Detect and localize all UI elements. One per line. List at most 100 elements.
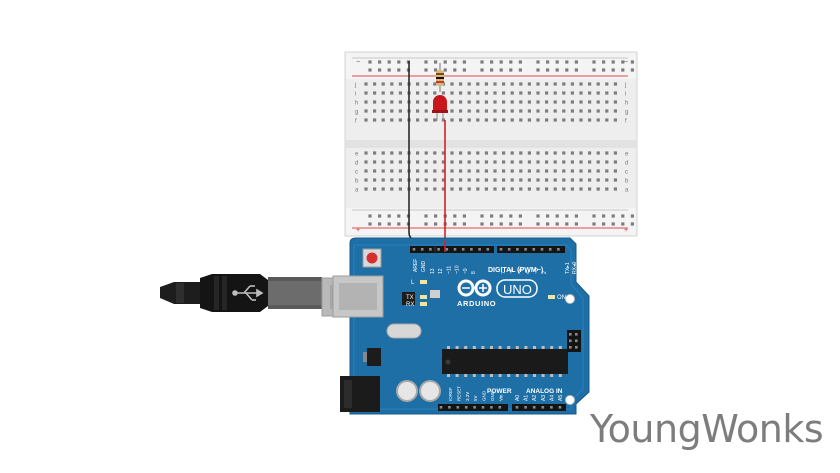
breadboard-hole[interactable] (562, 178, 566, 182)
breadboard-hole[interactable] (605, 178, 609, 182)
breadboard-hole[interactable] (588, 109, 592, 113)
breadboard-hole[interactable] (553, 100, 557, 104)
breadboard-hole[interactable] (459, 109, 463, 113)
breadboard-hole[interactable] (450, 109, 454, 113)
breadboard-hole[interactable] (398, 178, 402, 182)
breadboard-hole[interactable] (527, 169, 531, 173)
breadboard-hole[interactable] (545, 160, 549, 164)
breadboard-hole[interactable] (476, 109, 480, 113)
analog-pin-header[interactable] (512, 404, 566, 411)
breadboard-hole[interactable] (364, 160, 368, 164)
breadboard-hole[interactable] (398, 82, 402, 86)
breadboard-hole[interactable] (570, 82, 574, 86)
breadboard-hole[interactable] (562, 100, 566, 104)
breadboard-hole[interactable] (476, 178, 480, 182)
breadboard-hole[interactable] (562, 151, 566, 155)
led[interactable] (432, 95, 448, 121)
rail-hole[interactable] (536, 68, 540, 72)
breadboard-hole[interactable] (373, 187, 377, 191)
rail-hole[interactable] (565, 68, 569, 72)
rail-hole[interactable] (592, 222, 596, 226)
breadboard-hole[interactable] (416, 151, 420, 155)
breadboard-hole[interactable] (373, 169, 377, 173)
breadboard-hole[interactable] (373, 82, 377, 86)
header-pin[interactable] (550, 406, 553, 409)
rail-hole[interactable] (387, 222, 391, 226)
breadboard-hole[interactable] (467, 169, 471, 173)
breadboard-hole[interactable] (484, 91, 488, 95)
power-pin-header[interactable] (438, 404, 508, 411)
header-pin[interactable] (541, 406, 545, 409)
breadboard-hole[interactable] (502, 169, 506, 173)
breadboard-hole[interactable] (441, 91, 445, 95)
rail-hole[interactable] (490, 222, 494, 226)
rail-hole[interactable] (630, 60, 634, 64)
breadboard-hole[interactable] (519, 169, 523, 173)
breadboard-hole[interactable] (390, 178, 394, 182)
breadboard-hole[interactable] (527, 91, 531, 95)
breadboard-hole[interactable] (398, 109, 402, 113)
breadboard-hole[interactable] (545, 82, 549, 86)
rail-hole[interactable] (602, 222, 606, 226)
header-pin[interactable] (464, 406, 468, 409)
breadboard-hole[interactable] (605, 100, 609, 104)
breadboard-hole[interactable] (527, 160, 531, 164)
breadboard-hole[interactable] (605, 109, 609, 113)
breadboard-hole[interactable] (579, 178, 583, 182)
breadboard-hole[interactable] (579, 151, 583, 155)
breadboard-hole[interactable] (510, 169, 514, 173)
breadboard-hole[interactable] (613, 160, 617, 164)
breadboard-hole[interactable] (502, 91, 506, 95)
breadboard-hole[interactable] (510, 160, 514, 164)
header-pin[interactable] (453, 248, 457, 251)
breadboard-hole[interactable] (381, 169, 385, 173)
breadboard-hole[interactable] (433, 151, 437, 155)
rail-hole[interactable] (536, 214, 540, 218)
breadboard-hole[interactable] (390, 160, 394, 164)
rail-hole[interactable] (434, 68, 438, 72)
breadboard-hole[interactable] (441, 169, 445, 173)
rail-hole[interactable] (611, 222, 615, 226)
rail-hole[interactable] (565, 60, 569, 64)
breadboard-hole[interactable] (527, 109, 531, 113)
breadboard-hole[interactable] (416, 118, 420, 122)
breadboard-hole[interactable] (381, 178, 385, 182)
breadboard-hole[interactable] (502, 187, 506, 191)
rail-hole[interactable] (397, 60, 401, 64)
header-pin[interactable] (473, 406, 476, 409)
breadboard-hole[interactable] (502, 160, 506, 164)
breadboard-hole[interactable] (364, 151, 368, 155)
rail-hole[interactable] (592, 214, 596, 218)
rail-hole[interactable] (621, 214, 625, 218)
breadboard-hole[interactable] (553, 82, 557, 86)
breadboard-hole[interactable] (493, 109, 497, 113)
breadboard-hole[interactable] (536, 169, 540, 173)
rail-hole[interactable] (378, 214, 382, 218)
rail-hole[interactable] (574, 60, 578, 64)
breadboard-hole[interactable] (467, 118, 471, 122)
breadboard-hole[interactable] (596, 160, 600, 164)
header-pin[interactable] (429, 248, 432, 251)
breadboard-hole[interactable] (502, 109, 506, 113)
breadboard-hole[interactable] (579, 118, 583, 122)
breadboard-hole[interactable] (424, 82, 428, 86)
rail-hole[interactable] (453, 222, 457, 226)
rail-hole[interactable] (602, 68, 606, 72)
breadboard-hole[interactable] (562, 82, 566, 86)
breadboard-hole[interactable] (484, 82, 488, 86)
rail-hole[interactable] (546, 214, 550, 218)
breadboard-hole[interactable] (441, 187, 445, 191)
breadboard-hole[interactable] (613, 100, 617, 104)
rail-hole[interactable] (490, 68, 494, 72)
breadboard-hole[interactable] (493, 187, 497, 191)
header-pin[interactable] (445, 248, 449, 251)
breadboard-hole[interactable] (502, 82, 506, 86)
breadboard-hole[interactable] (588, 91, 592, 95)
header-pin[interactable] (548, 248, 552, 251)
breadboard-hole[interactable] (545, 91, 549, 95)
breadboard-hole[interactable] (441, 160, 445, 164)
breadboard-hole[interactable] (579, 100, 583, 104)
breadboard-hole[interactable] (519, 109, 523, 113)
rail-hole[interactable] (574, 68, 578, 72)
rail-hole[interactable] (453, 60, 457, 64)
